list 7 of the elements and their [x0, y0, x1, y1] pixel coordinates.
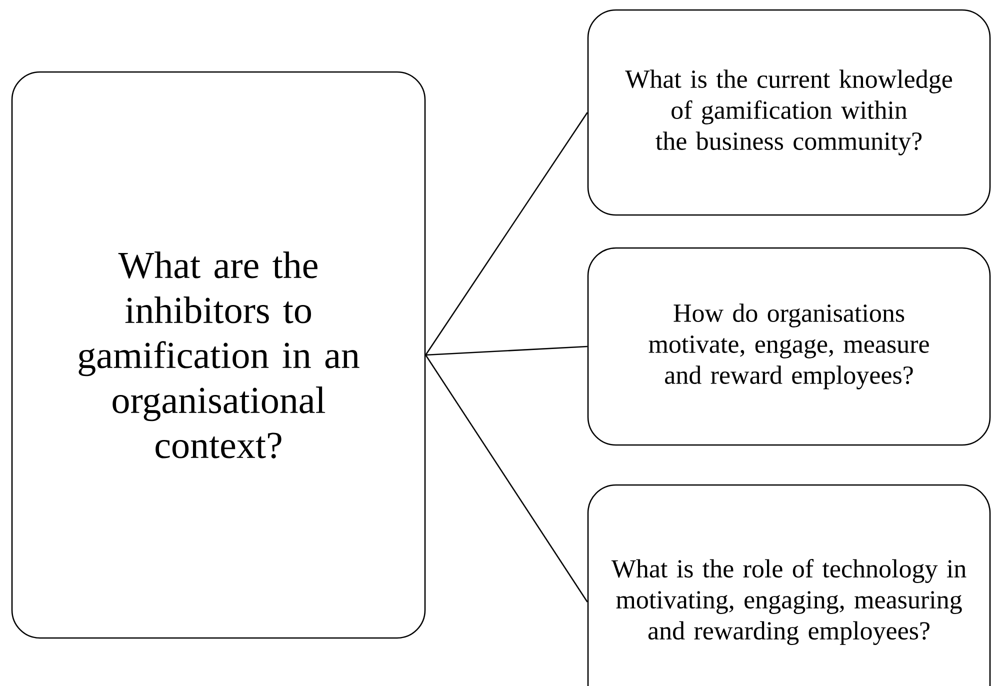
question-box: What is the role of technology in motivating, engaging, measuring and rewarding employees?	[587, 484, 991, 686]
connector-line	[425, 112, 588, 356]
question-box: How do organisations motivate, engage, measure and reward employees?	[587, 247, 991, 446]
connector-line	[425, 354, 588, 602]
question-box: What is the current knowledge of gamification within the business community?	[587, 9, 991, 216]
connector-line	[426, 346, 588, 356]
question-box: What are the inhibitors to gamification in an organisational context?	[11, 71, 426, 639]
